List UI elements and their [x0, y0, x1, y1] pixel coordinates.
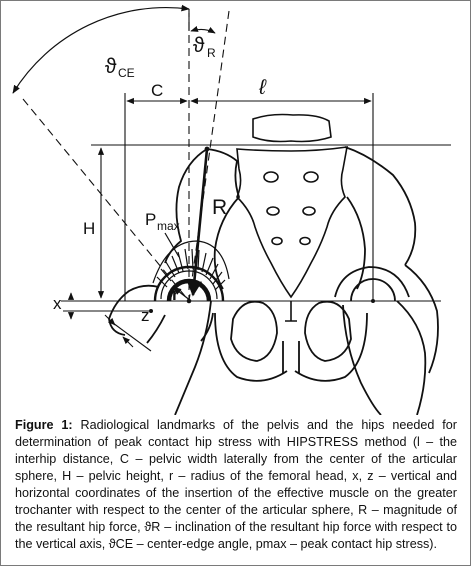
r-radius-label: r	[172, 285, 179, 304]
xz-dimensions: x z	[53, 292, 153, 352]
theta-ce-subscript: CE	[118, 66, 135, 80]
resultant-force: R	[186, 146, 227, 297]
h-label: H	[83, 219, 95, 238]
caption-label: Figure 1:	[15, 418, 73, 432]
sacrum	[236, 113, 348, 322]
theta-ce-symbol: ϑ	[105, 55, 117, 78]
caption-text: Radiological landmarks of the pelvis and…	[15, 418, 457, 551]
pelvis-outline	[164, 146, 439, 415]
right-hip-center	[371, 299, 375, 303]
l-label: ℓ	[258, 76, 267, 99]
width-dimensions: C ℓ	[124, 76, 374, 301]
z-label: z	[141, 306, 150, 325]
radius-r: r	[172, 285, 192, 304]
theta-r-subscript: R	[207, 46, 216, 60]
r-force-label: R	[212, 196, 227, 219]
pmax-symbol: P	[145, 210, 156, 229]
pmax-subscript: max	[157, 219, 180, 233]
pmax-label-group: P max	[145, 210, 180, 258]
x-label: x	[53, 294, 62, 313]
theta-r-symbol: ϑ	[193, 34, 205, 57]
femoral-head	[108, 240, 230, 344]
c-label: C	[151, 81, 163, 100]
height-dimension: H	[83, 144, 451, 299]
figure-caption: Figure 1: Radiological landmarks of the …	[15, 417, 457, 553]
pelvis-diagram: ϑ CE ϑ R C ℓ H	[12, 4, 451, 415]
theta-r-angle: ϑ R	[188, 10, 230, 302]
theta-ce-angle: ϑ CE	[12, 4, 190, 302]
